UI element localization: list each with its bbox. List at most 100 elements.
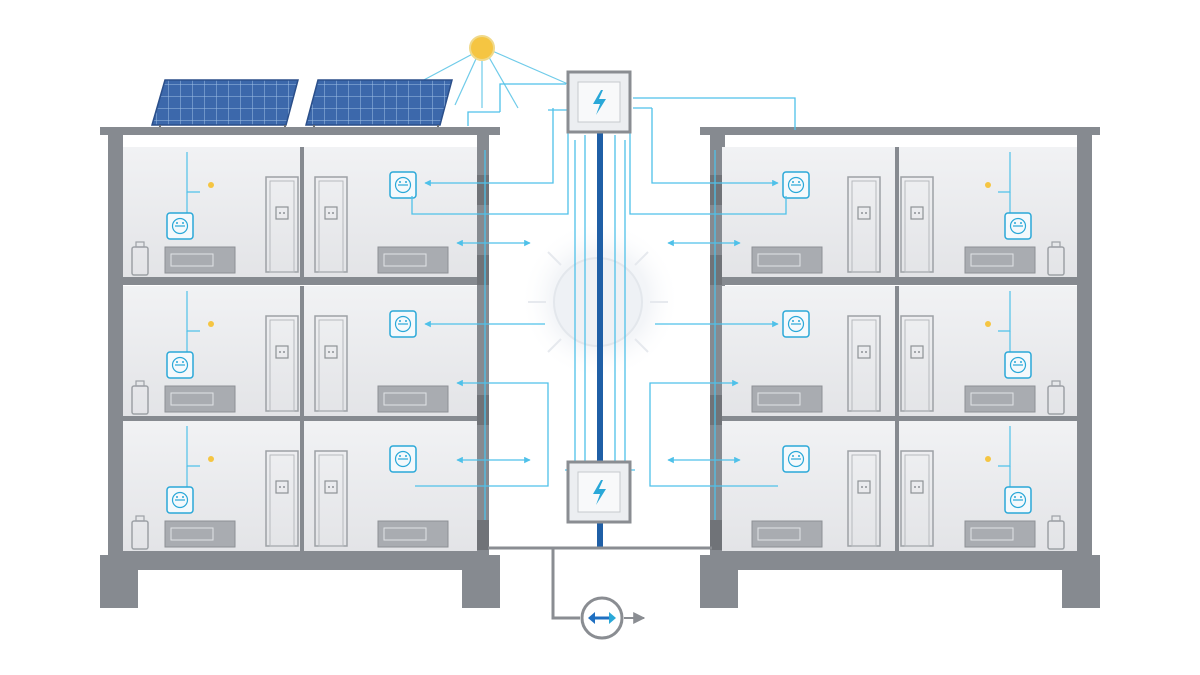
floor-3 (722, 147, 1077, 285)
outlet-icon (324, 480, 338, 494)
smart-meter-icon[interactable] (166, 486, 194, 514)
partition-wall (300, 147, 304, 277)
smart-meter-icon[interactable] (1004, 212, 1032, 240)
luggage-icon (1047, 515, 1065, 550)
outlet-icon (275, 345, 289, 359)
floor-slab (722, 416, 1077, 424)
sun (419, 35, 569, 109)
luggage-icon (131, 515, 149, 550)
central-energy-unit[interactable] (566, 70, 632, 134)
luggage-icon (1047, 380, 1065, 415)
door-icon (900, 176, 934, 273)
bidirectional-arrow-icon (588, 612, 616, 624)
light-icon (208, 321, 214, 327)
roof-slab (700, 127, 1100, 135)
radiator-icon (751, 385, 823, 413)
partition-wall (895, 421, 899, 551)
floor-1 (722, 421, 1077, 559)
door-icon (265, 315, 299, 412)
solar-panel-icon (305, 79, 453, 130)
light-icon (985, 182, 991, 188)
foundation-slab (100, 555, 500, 570)
grid-meter[interactable] (580, 596, 624, 640)
smart-meter-icon[interactable] (782, 445, 810, 473)
wall-bracket (710, 175, 722, 205)
luggage-icon (1047, 241, 1065, 276)
outlet-icon (910, 480, 924, 494)
outlet-icon (324, 345, 338, 359)
smart-meter-icon[interactable] (389, 310, 417, 338)
smart-meter-icon[interactable] (1004, 351, 1032, 379)
door-icon (900, 315, 934, 412)
door-icon (847, 450, 881, 547)
smart-meter-icon[interactable] (782, 310, 810, 338)
outlet-icon (910, 345, 924, 359)
door-icon (900, 450, 934, 547)
light-icon (208, 182, 214, 188)
wall (1077, 135, 1092, 555)
smart-meter-icon[interactable] (389, 445, 417, 473)
floor-1 (123, 421, 477, 559)
door-icon (265, 176, 299, 273)
wall-bracket (710, 255, 722, 285)
foundation-pier (100, 570, 138, 608)
partition-wall (300, 421, 304, 551)
floor-3 (123, 147, 477, 285)
door-icon (847, 176, 881, 273)
partition-wall (300, 286, 304, 416)
luggage-icon (131, 380, 149, 415)
solar-panels (151, 79, 453, 130)
outlet-icon (910, 206, 924, 220)
light-icon (208, 456, 214, 462)
outlet-icon (857, 480, 871, 494)
storage-energy-unit[interactable] (566, 460, 632, 524)
wall (108, 135, 123, 555)
radiator-icon (964, 520, 1036, 548)
radiator-icon (377, 246, 449, 274)
luggage-icon (131, 241, 149, 276)
outlet-icon (275, 206, 289, 220)
smart-meter-icon[interactable] (782, 171, 810, 199)
radiator-icon (164, 246, 236, 274)
roof-slab (100, 127, 500, 135)
radiator-icon (751, 246, 823, 274)
door-icon (314, 176, 348, 273)
solar-panel-icon (151, 79, 299, 130)
floor-slab (123, 416, 477, 424)
foundation-pier (700, 570, 738, 608)
radiator-icon (164, 520, 236, 548)
smart-meter-icon[interactable] (166, 351, 194, 379)
smart-meter-icon[interactable] (166, 212, 194, 240)
left-building (100, 127, 500, 608)
radiator-icon (164, 385, 236, 413)
radiator-icon (377, 385, 449, 413)
floor-2 (123, 286, 477, 424)
outlet-icon (275, 480, 289, 494)
door-icon (314, 450, 348, 547)
lightning-bolt-icon (593, 90, 606, 115)
light-icon (985, 321, 991, 327)
door-icon (847, 315, 881, 412)
floor-slab (722, 277, 1077, 285)
floor-slab (123, 277, 477, 285)
door-icon (265, 450, 299, 547)
wall-bracket (477, 520, 489, 550)
partition-wall (895, 147, 899, 277)
sun-icon (469, 35, 495, 61)
floor-2 (722, 286, 1077, 424)
lightning-bolt-icon (593, 480, 606, 505)
smart-meter-icon[interactable] (389, 171, 417, 199)
wall-bracket (477, 175, 489, 205)
radiator-icon (751, 520, 823, 548)
partition-wall (895, 286, 899, 416)
wall-bracket (477, 255, 489, 285)
smart-meter-icon[interactable] (1004, 486, 1032, 514)
door-icon (314, 315, 348, 412)
foundation-slab (700, 555, 1100, 570)
wall-bracket (477, 395, 489, 425)
outlet-icon (857, 345, 871, 359)
right-building (700, 127, 1100, 608)
light-icon (985, 456, 991, 462)
wall-bracket (710, 395, 722, 425)
outlet-icon (857, 206, 871, 220)
